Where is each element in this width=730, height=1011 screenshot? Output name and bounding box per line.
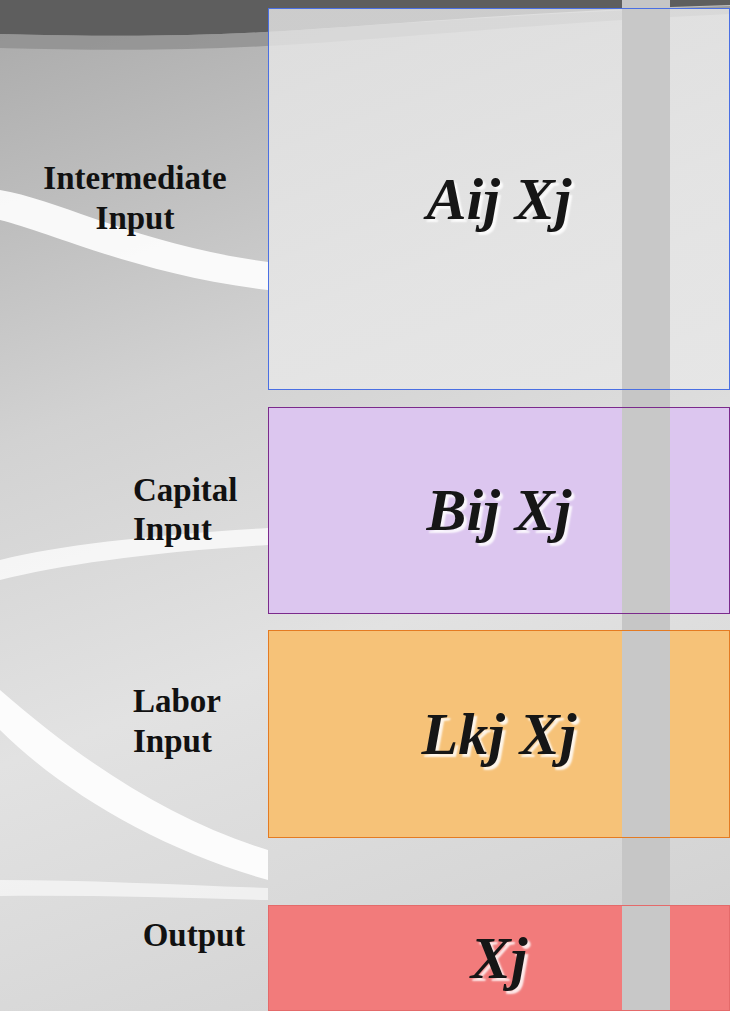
input-band: Capital InputBij Xj bbox=[268, 407, 730, 614]
white-swoosh bbox=[0, 880, 268, 900]
formula-text: Aij Xj bbox=[426, 165, 571, 234]
input-band: OutputXj bbox=[268, 905, 730, 1011]
row-label: Capital Input bbox=[133, 471, 267, 550]
input-band: Labor InputLkj Xj bbox=[268, 630, 730, 838]
formula-text: Xj bbox=[471, 924, 528, 993]
row-label: Labor Input bbox=[133, 682, 267, 761]
row-label: Output bbox=[121, 916, 267, 956]
row-label: Intermediate Input bbox=[9, 159, 261, 238]
formula-text: Lkj Xj bbox=[421, 700, 576, 769]
formula-text: Bij Xj bbox=[426, 476, 571, 545]
input-band: Intermediate InputAij Xj bbox=[268, 8, 730, 390]
